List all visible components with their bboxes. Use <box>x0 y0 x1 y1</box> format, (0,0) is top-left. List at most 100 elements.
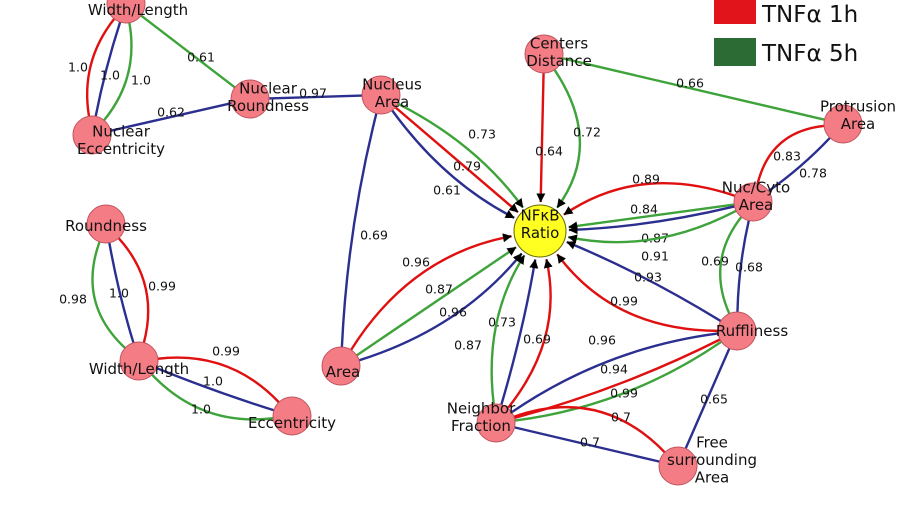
edge-label: 0.66 <box>676 76 704 91</box>
edge-red-width_len-eccentricity <box>157 356 280 404</box>
node-label-eccentricity: Eccentricity <box>248 414 336 432</box>
node-eccentricity <box>272 396 312 436</box>
node-label-line: Roundness <box>65 217 147 235</box>
edge-red-free-neighbor <box>513 405 666 454</box>
edge-blue-area-nfkb <box>358 252 523 362</box>
node-roundness <box>86 204 126 244</box>
edge-blue-ruffliness-free <box>684 347 731 450</box>
edge-label: 0.68 <box>735 260 763 275</box>
edge-green-centers-protrusion <box>562 57 825 121</box>
legend: TNFα 1h TNFα 5h <box>714 0 858 67</box>
node-label-line: Fraction <box>451 417 511 435</box>
edge-label: 0.99 <box>610 386 638 401</box>
node-label-line: Eccentricity <box>77 140 165 158</box>
node-ruffliness <box>717 311 757 351</box>
node-area <box>321 346 361 386</box>
edge-blue-nuc_area-nfkb <box>391 109 515 219</box>
node-neighbor <box>476 403 516 443</box>
edge-red-area-nfkb <box>350 233 512 351</box>
edge-red-neighbor-nfkb <box>506 258 553 409</box>
node-nuc_round <box>230 79 270 119</box>
edge-label: 0.99 <box>212 344 240 359</box>
node-nuc_area <box>361 75 401 115</box>
node-label-line: Eccentricity <box>248 414 336 432</box>
edge-green-area-nfkb <box>356 246 517 357</box>
edge-red-ruffliness-neighbor <box>514 338 721 420</box>
node-protrusion <box>823 104 863 144</box>
node-label-line: Nuc/Cyto <box>722 178 790 196</box>
edge-label: 0.83 <box>773 149 801 164</box>
edge-blue-nuccyto-ruffliness <box>736 220 750 313</box>
edge-label: 1.0 <box>191 402 211 417</box>
edge-label: 0.87 <box>425 282 453 297</box>
edge-label: 0.87 <box>454 338 482 353</box>
edge-label: 0.84 <box>630 202 658 217</box>
node-nuc_ecc <box>72 115 112 155</box>
node-label-line: Ratio <box>521 224 560 242</box>
edge-green-centers-nfkb <box>553 69 582 209</box>
node-label-line: Distance <box>526 52 592 70</box>
legend-swatch-tnfa-5h <box>714 38 756 66</box>
edge-blue-width_len-eccentricity <box>156 367 275 412</box>
node-label-line: NFκB <box>521 206 560 224</box>
edge-blue-protrusion-nuccyto <box>767 136 831 193</box>
edge-green-wl_top-nuc_round <box>140 14 236 89</box>
node-label-line: Area <box>326 363 361 381</box>
node-label-line: Free <box>696 434 728 452</box>
edge-green-width_len-eccentricity <box>151 373 274 421</box>
node-free <box>658 446 698 486</box>
node-nuccyto <box>733 182 773 222</box>
edge-label: 0.99 <box>610 294 638 309</box>
edge-label: 0.89 <box>632 172 660 187</box>
legend-swatch-tnfa-1h <box>714 0 756 24</box>
edge-label: 0.97 <box>299 86 327 101</box>
edge-blue-neighbor-nfkb <box>500 259 539 406</box>
edge-label: 0.96 <box>402 255 430 270</box>
node-label-width_len: Width/Length <box>89 360 189 378</box>
node-label-line: Area <box>841 115 876 133</box>
edge-label: 0.72 <box>573 125 601 140</box>
node-label-line: Centers <box>530 34 588 52</box>
node-label-line: Nuclear <box>109 0 168 1</box>
edge-label: 1.0 <box>109 286 129 301</box>
edge-red-wl_top-nuc_ecc <box>85 18 116 117</box>
node-centers <box>524 34 564 74</box>
edge-blue-ruffliness-nfkb <box>566 240 722 323</box>
node-label-line: Width/Length <box>88 1 188 19</box>
edge-label: 0.78 <box>799 166 827 181</box>
edge-green-nuccyto-nfkb <box>568 203 735 231</box>
node-label-line: Area <box>375 93 410 111</box>
node-label-line: Neighbor <box>447 399 516 417</box>
legend-label-tnfa-1h: TNFα 1h <box>761 2 858 28</box>
edge-label: 0.7 <box>580 435 600 450</box>
edge-blue-nuccyto-nfkb <box>568 205 735 235</box>
edge-label: 0.73 <box>468 127 496 142</box>
node-wl_top <box>106 0 146 24</box>
edge-label: 1.0 <box>100 68 120 83</box>
edge-red-ruffliness-nfkb <box>556 253 719 333</box>
edge-label: 1.0 <box>203 374 223 389</box>
edge-red-centers-nfkb <box>536 72 546 203</box>
node-label-wl_top: NuclearWidth/Length <box>88 0 188 19</box>
node-label-line: Width/Length <box>89 360 189 378</box>
edge-label: 0.91 <box>641 249 669 264</box>
edge-label: 0.7 <box>611 410 631 425</box>
node-label-ruffliness: Ruffliness <box>716 322 788 340</box>
edge-blue-wl_top-nuc_ecc <box>94 21 122 117</box>
edge-label: 0.94 <box>600 362 628 377</box>
edge-label: 0.93 <box>634 270 662 285</box>
edge-blue-nuc_round-nuc_area <box>268 94 363 100</box>
node-label-line: Nuclear <box>92 122 151 140</box>
edge-green-neighbor-nfkb <box>490 254 526 405</box>
edge-label: 0.96 <box>588 333 616 348</box>
edge-label: 1.0 <box>68 60 88 75</box>
node-width_len <box>119 341 159 381</box>
